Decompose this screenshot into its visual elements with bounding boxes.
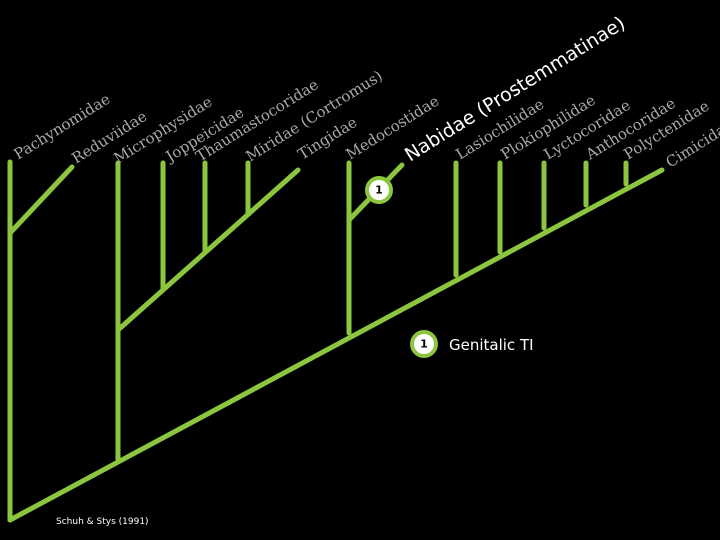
branch-backbone (7, 167, 665, 523)
legend-marker-number: 1 (420, 338, 428, 351)
marker-circle (365, 176, 393, 204)
citation: Schuh & Stys (1991) (56, 517, 149, 527)
legend-text: Genitalic TI (449, 336, 534, 354)
branch-reduviidae (7, 164, 75, 236)
taxon-labels: Pachynomidae Reduviidae Microphysidae Jo… (11, 12, 720, 171)
branch-clade-b (115, 167, 301, 333)
marker-number: 1 (375, 184, 383, 197)
legend: 1 Genitalic TI (410, 330, 534, 358)
character-marker: 1 (365, 176, 393, 204)
tree-branches (7, 159, 665, 523)
legend-marker-circle (410, 330, 438, 358)
